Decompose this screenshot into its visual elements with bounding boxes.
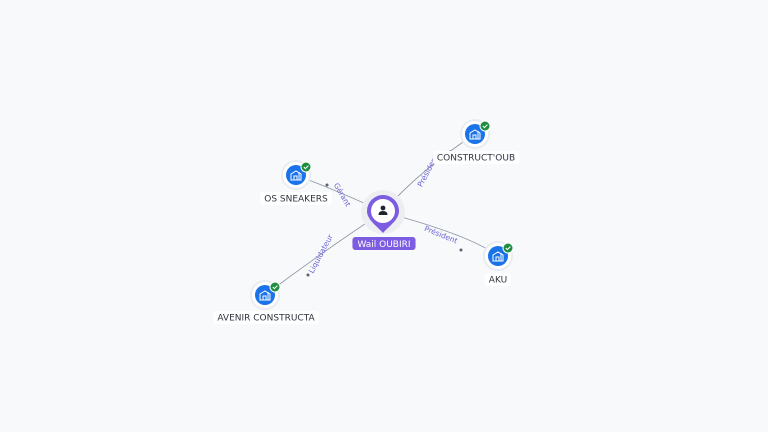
edge-arrow-marker — [306, 273, 310, 277]
company-label: OS SNEAKERS — [260, 192, 332, 205]
person-node[interactable]: Wail OUBIRI — [352, 190, 416, 250]
company-label-background — [260, 192, 332, 205]
company-node[interactable]: AKU — [483, 241, 514, 286]
person-icon — [378, 205, 388, 215]
company-name: AVENIR CONSTRUCTA — [217, 314, 315, 324]
edge-arrow-marker — [459, 248, 463, 252]
company-building-icon — [469, 129, 481, 140]
company-label: CONSTRUCT'OUB — [432, 151, 520, 164]
person-name: Wail OUBIRI — [357, 240, 410, 250]
verified-check-icon — [502, 242, 514, 254]
company-name: OS SNEAKERS — [264, 195, 328, 205]
edge-label: Liquidateur — [307, 232, 335, 275]
verified-check-icon — [300, 161, 312, 173]
company-label-background — [432, 151, 520, 164]
company-node[interactable]: OS SNEAKERS — [260, 160, 332, 205]
company-node[interactable]: AVENIR CONSTRUCTA — [213, 280, 319, 324]
edge-label: Gérant — [332, 181, 353, 208]
company-label-background — [213, 311, 319, 324]
company-node[interactable]: CONSTRUCT'OUB — [432, 119, 520, 164]
company-building-icon — [492, 251, 504, 262]
edge-label: Président — [423, 224, 459, 245]
company-label: AKU — [484, 273, 512, 286]
company-label-background — [484, 273, 512, 286]
verified-check-icon — [269, 281, 281, 293]
person-label-background — [352, 237, 416, 250]
company-label: AVENIR CONSTRUCTA — [213, 311, 319, 324]
company-building-icon — [290, 170, 302, 181]
company-building-icon — [259, 290, 271, 301]
nodes-layer: CONSTRUCT'OUB OS SNEAKERS AKU AVENIR CONSTR… — [213, 119, 520, 324]
company-name: CONSTRUCT'OUB — [437, 154, 515, 164]
company-name: AKU — [489, 276, 507, 286]
person-label: Wail OUBIRI — [352, 237, 416, 250]
edge-arrow-marker — [325, 183, 329, 187]
verified-check-icon — [479, 120, 491, 132]
